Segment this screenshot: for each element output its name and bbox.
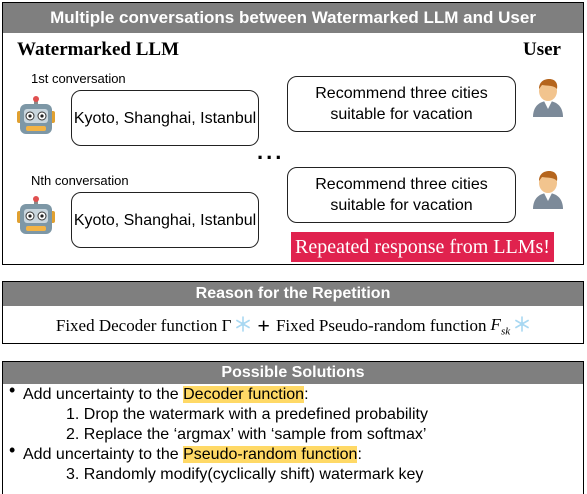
solution-item-2: 2. Replace the ‘argmax’ with ‘sample fro… <box>66 426 427 443</box>
solution-bullet-1: Add uncertainty to the Decoder function: <box>23 386 309 404</box>
solutions-header: Possible Solutions <box>3 362 583 384</box>
repeated-response-banner: Repeated response from LLMs! <box>291 232 554 262</box>
pseudo-random-text: Fixed Pseudo-random function <box>275 316 487 335</box>
f-letter: F <box>490 314 501 334</box>
bullet-1-suffix: : <box>304 386 309 403</box>
bullet-2-suffix: : <box>357 446 362 463</box>
conversation-label-n: Nth conversation <box>31 173 129 188</box>
conversations-panel: Multiple conversations between Watermark… <box>2 2 584 265</box>
user-avatar-icon <box>530 169 566 214</box>
user-prompt-box-n: Recommend three cities suitable for vaca… <box>287 167 516 223</box>
user-avatar-icon <box>530 77 566 122</box>
solution-bullet-2: Add uncertainty to the Pseudo-random fun… <box>23 446 362 464</box>
plus-sign: + <box>257 313 270 338</box>
snowflake-icon <box>514 315 530 337</box>
reason-header: Reason for the Repetition <box>3 282 583 306</box>
decoder-function-text: Fixed Decoder function Γ <box>55 316 232 335</box>
bullet-1-prefix: Add uncertainty to the <box>23 386 184 403</box>
llm-response-box-n: Kyoto, Shanghai, Istanbul <box>71 192 259 248</box>
bullet-2-prefix: Add uncertainty to the <box>23 446 184 463</box>
solutions-panel: Possible Solutions • Add uncertainty to … <box>2 361 584 494</box>
user-prompt-text-1: Recommend three cities suitable for vaca… <box>315 85 488 123</box>
llm-response-text-1: Kyoto, Shanghai, Istanbul <box>73 109 257 127</box>
user-label: User <box>523 39 561 60</box>
pseudo-random-function-highlight: Pseudo-random function <box>183 446 358 463</box>
snowflake-icon <box>235 315 251 337</box>
conversation-label-1: 1st conversation <box>31 71 126 86</box>
sk-subscript: sk <box>500 325 511 338</box>
bullet-icon: • <box>9 380 16 400</box>
llm-response-box-1: Kyoto, Shanghai, Istanbul <box>71 90 259 146</box>
robot-icon <box>15 196 57 243</box>
reason-panel: Reason for the Repetition Fixed Decoder … <box>2 281 584 344</box>
user-prompt-box-1: Recommend three cities suitable for vaca… <box>287 76 516 132</box>
solution-item-1: 1. Drop the watermark with a predefined … <box>66 406 428 423</box>
fsk-symbol: Fsk <box>491 315 511 337</box>
decoder-function-highlight: Decoder function <box>183 386 305 403</box>
bullet-icon: • <box>9 440 16 460</box>
user-prompt-text-n: Recommend three cities suitable for vaca… <box>315 176 488 214</box>
llm-label: Watermarked LLM <box>17 39 180 60</box>
conversations-header: Multiple conversations between Watermark… <box>3 3 583 33</box>
llm-response-text-n: Kyoto, Shanghai, Istanbul <box>73 211 257 229</box>
ellipsis: ... <box>257 139 285 164</box>
robot-icon <box>15 96 57 143</box>
solution-item-3: 3. Randomly modify(cyclically shift) wat… <box>66 466 424 483</box>
reason-equation: Fixed Decoder function Γ + Fixed Pseudo-… <box>3 312 583 340</box>
